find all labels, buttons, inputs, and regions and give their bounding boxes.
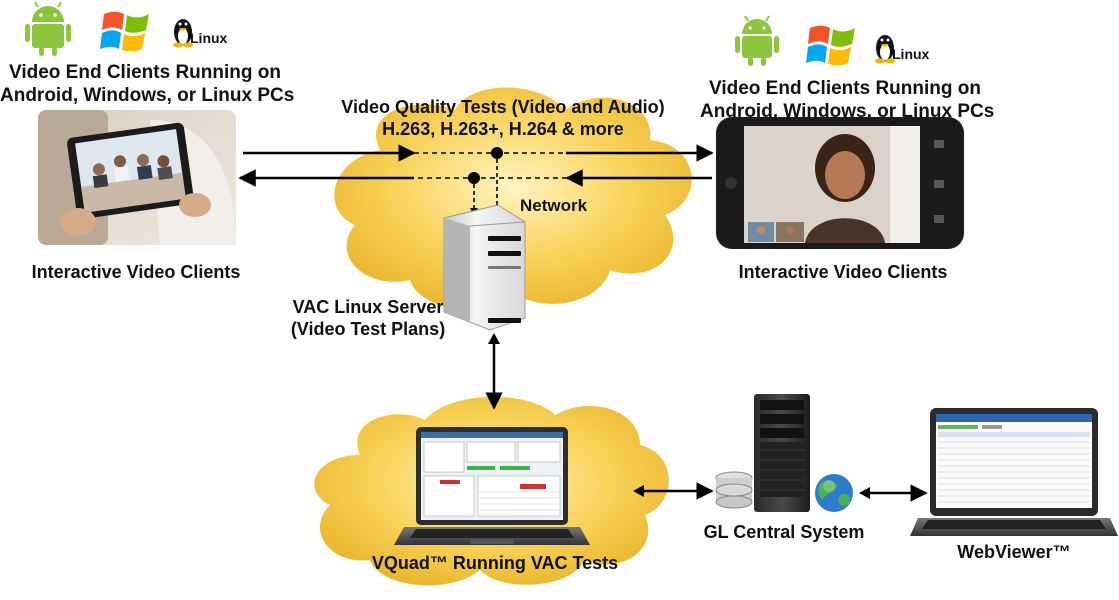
webviewer-laptop xyxy=(910,408,1118,536)
left-os-heading-line2: Android, Windows, or Linux PCs xyxy=(0,84,295,106)
central-webviewer-arrow xyxy=(859,484,928,502)
linux-logo-text: Linux xyxy=(892,46,930,62)
gl-central-label: GL Central System xyxy=(703,522,865,542)
server-label-line1: VAC Linux Server xyxy=(292,297,444,317)
network-cloud xyxy=(334,87,692,309)
android-icon xyxy=(25,1,71,56)
right-os-heading: Video End Clients Running on Android, Wi… xyxy=(700,78,995,124)
left-os-heading: Video End Clients Running on Android, Wi… xyxy=(0,62,295,108)
server-label-line2: (Video Test Plans) xyxy=(290,318,446,339)
windows-icon xyxy=(806,25,855,66)
network-label: Network xyxy=(520,196,588,215)
vac-linux-server xyxy=(443,204,526,331)
windows-icon xyxy=(100,11,149,52)
vquad-label: VQuad™ Running VAC Tests xyxy=(371,553,619,573)
video-tests-heading: Video Quality Tests (Video and Audio) H.… xyxy=(318,97,688,140)
webviewer-label: WebViewer™ xyxy=(957,542,1071,562)
vquad-central-arrow xyxy=(633,482,714,500)
gl-central-tower xyxy=(754,394,810,512)
left-os-heading-line1: Video End Clients Running on xyxy=(9,62,281,83)
database-icon xyxy=(715,471,753,509)
right-os-heading-line1: Video End Clients Running on xyxy=(709,78,981,99)
right-client-caption: Interactive Video Clients xyxy=(738,262,948,282)
network-tap-points xyxy=(468,147,503,216)
video-tests-line2: H.263, H.263+, H.264 & more xyxy=(382,118,624,139)
video-tests-line1: Video Quality Tests (Video and Audio) xyxy=(341,97,665,117)
globe-icon xyxy=(815,474,853,512)
tablet-video-client-photo xyxy=(38,110,236,245)
server-label: VAC Linux Server (Video Test Plans) xyxy=(278,297,458,340)
smartphone-video-client xyxy=(716,117,964,249)
linux-tux-icon xyxy=(173,19,193,48)
vquad-laptop xyxy=(394,427,590,545)
linux-logo-text: Linux xyxy=(190,30,228,46)
client-network-arrows xyxy=(238,144,714,187)
linux-tux-icon xyxy=(875,35,895,64)
server-vquad-arrow xyxy=(485,333,503,410)
right-os-heading-line2: Android, Windows, or Linux PCs xyxy=(700,100,995,122)
android-icon xyxy=(735,15,779,66)
left-client-caption: Interactive Video Clients xyxy=(31,262,241,282)
